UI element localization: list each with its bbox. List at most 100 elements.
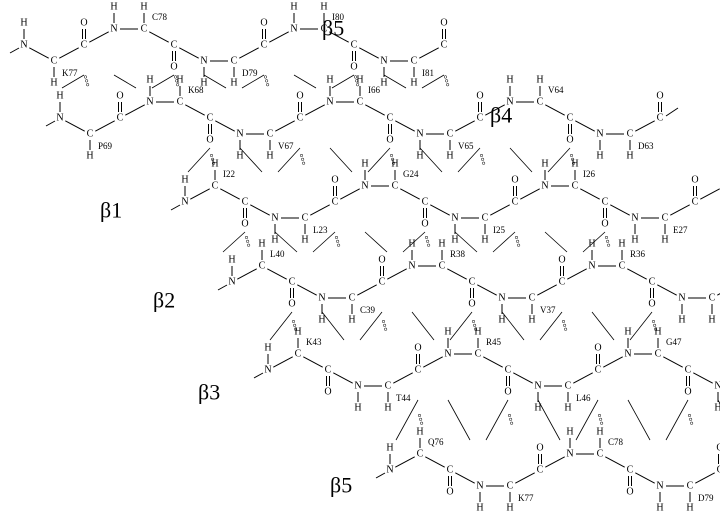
carbon-atom: C	[619, 261, 626, 272]
hbond-group-s4-s5: °°°°°°°°°°°°°°°	[269, 311, 659, 341]
carbon-atom: C	[439, 261, 446, 272]
hbond-dots: °°°	[437, 74, 451, 88]
hydrogen-atom: H	[476, 503, 483, 514]
hbond-dots: °°°	[375, 319, 389, 333]
backbone-bond	[520, 188, 540, 200]
oxygen-atom: O	[421, 219, 428, 230]
hbond-line	[277, 147, 301, 173]
hydrogen-atom: H	[410, 78, 417, 89]
backbone-bond	[573, 372, 593, 384]
hydrogen-atom: H	[444, 327, 451, 338]
carbon-atom: C	[572, 181, 579, 192]
hbond-line	[629, 311, 653, 341]
backbone-bond	[310, 204, 330, 216]
oxygen-atom: O	[504, 387, 511, 398]
residue-label: K68	[188, 85, 204, 95]
hbond-line	[151, 74, 175, 89]
hydrogen-atom: H	[230, 78, 237, 89]
backbone-bond	[65, 120, 85, 132]
carbon-atom: C	[321, 24, 328, 35]
carbon-atom: C	[349, 293, 356, 304]
hbond-line	[454, 231, 478, 253]
hydrogen-atom: H	[380, 78, 387, 89]
hbond-dots: °°°	[411, 413, 425, 427]
carbon-atom: C	[392, 181, 399, 192]
backbone-bond	[455, 472, 475, 484]
hbond-group-s1-s2: °°°°°°°°°°°°°°°	[61, 74, 451, 89]
backbone-bond	[567, 268, 587, 280]
hbond-line	[222, 231, 246, 253]
hbond-group-s5-s6: °°°°°°°°°°°°°°°	[395, 399, 720, 441]
backbone-bond	[29, 47, 49, 59]
backbone-bond	[610, 204, 630, 216]
carbon-atom: C	[81, 40, 88, 51]
carbon-atom: C	[325, 365, 332, 376]
backbone-bond	[297, 284, 317, 296]
backbone-bond	[545, 456, 565, 468]
hydrogen-atom: H	[481, 235, 488, 246]
backbone-bond	[95, 120, 115, 132]
nitrogen-atom: N	[318, 293, 325, 304]
hydrogen-atom: H	[271, 235, 278, 246]
oxygen-atom: O	[468, 299, 475, 310]
nitrogen-atom: N	[451, 213, 458, 224]
oxygen-atom: O	[656, 91, 663, 102]
carbon-atom: C	[422, 197, 429, 208]
nitrogen-atom: N	[290, 24, 297, 35]
oxygen-atom: O	[476, 91, 483, 102]
hbond-dots: °°°	[238, 235, 252, 249]
strand-s4: β2NHCHL40CONHCHC39CONHCHR38CONHCHV37CONH…	[153, 239, 720, 326]
carbon-atom: C	[627, 129, 634, 140]
residue-label: C39	[360, 305, 376, 315]
backbone-bond	[430, 204, 450, 216]
residue-label: I66	[368, 85, 380, 95]
carbon-atom: C	[657, 113, 664, 124]
backbone-bond	[537, 284, 557, 296]
oxygen-atom: O	[288, 299, 295, 310]
hydrogen-atom: H	[528, 315, 535, 326]
carbon-atom: C	[662, 213, 669, 224]
oxygen-atom: O	[440, 18, 447, 29]
backbone-bond	[387, 268, 407, 280]
carbon-atom: C	[597, 449, 604, 460]
hydrogen-atom: H	[506, 75, 513, 86]
hydrogen-atom: H	[416, 427, 423, 438]
carbon-atom: C	[595, 365, 602, 376]
residue-label: V37	[540, 305, 556, 315]
backbone-bond	[365, 104, 385, 116]
residue-label: I80	[332, 12, 344, 22]
hbond-dots: °°°	[285, 319, 299, 333]
carbon-atom: C	[529, 293, 536, 304]
hbond-line	[421, 74, 445, 89]
hbond-line	[113, 74, 137, 89]
hydrogen-atom: H	[661, 235, 668, 246]
hbond-dots: °°°	[257, 74, 271, 88]
oxygen-atom: O	[684, 387, 691, 398]
carbon-atom: C	[537, 465, 544, 476]
nitrogen-atom: N	[631, 213, 638, 224]
carbon-atom: C	[242, 197, 249, 208]
hydrogen-atom: H	[618, 239, 625, 250]
hydrogen-atom: H	[451, 235, 458, 246]
nitrogen-atom: N	[386, 465, 393, 476]
nitrogen-atom: N	[228, 277, 235, 288]
oxygen-atom: O	[626, 487, 633, 498]
backbone-bond	[59, 47, 79, 59]
backbone-bond	[393, 372, 413, 384]
hbond-line	[485, 399, 509, 441]
hydrogen-atom: H	[290, 2, 297, 13]
hbond-dots: °°°	[598, 235, 612, 249]
hbond-line	[359, 311, 383, 341]
carbon-atom: C	[655, 349, 662, 360]
carbon-atom: C	[692, 197, 699, 208]
oxygen-atom: O	[414, 343, 421, 354]
carbon-atom: C	[447, 129, 454, 140]
nitrogen-atom: N	[506, 97, 513, 108]
backbone-bond	[670, 204, 690, 216]
hydrogen-atom: H	[416, 151, 423, 162]
oxygen-atom: O	[80, 18, 87, 29]
carbon-atom: C	[357, 97, 364, 108]
oxygen-atom: O	[511, 175, 518, 186]
